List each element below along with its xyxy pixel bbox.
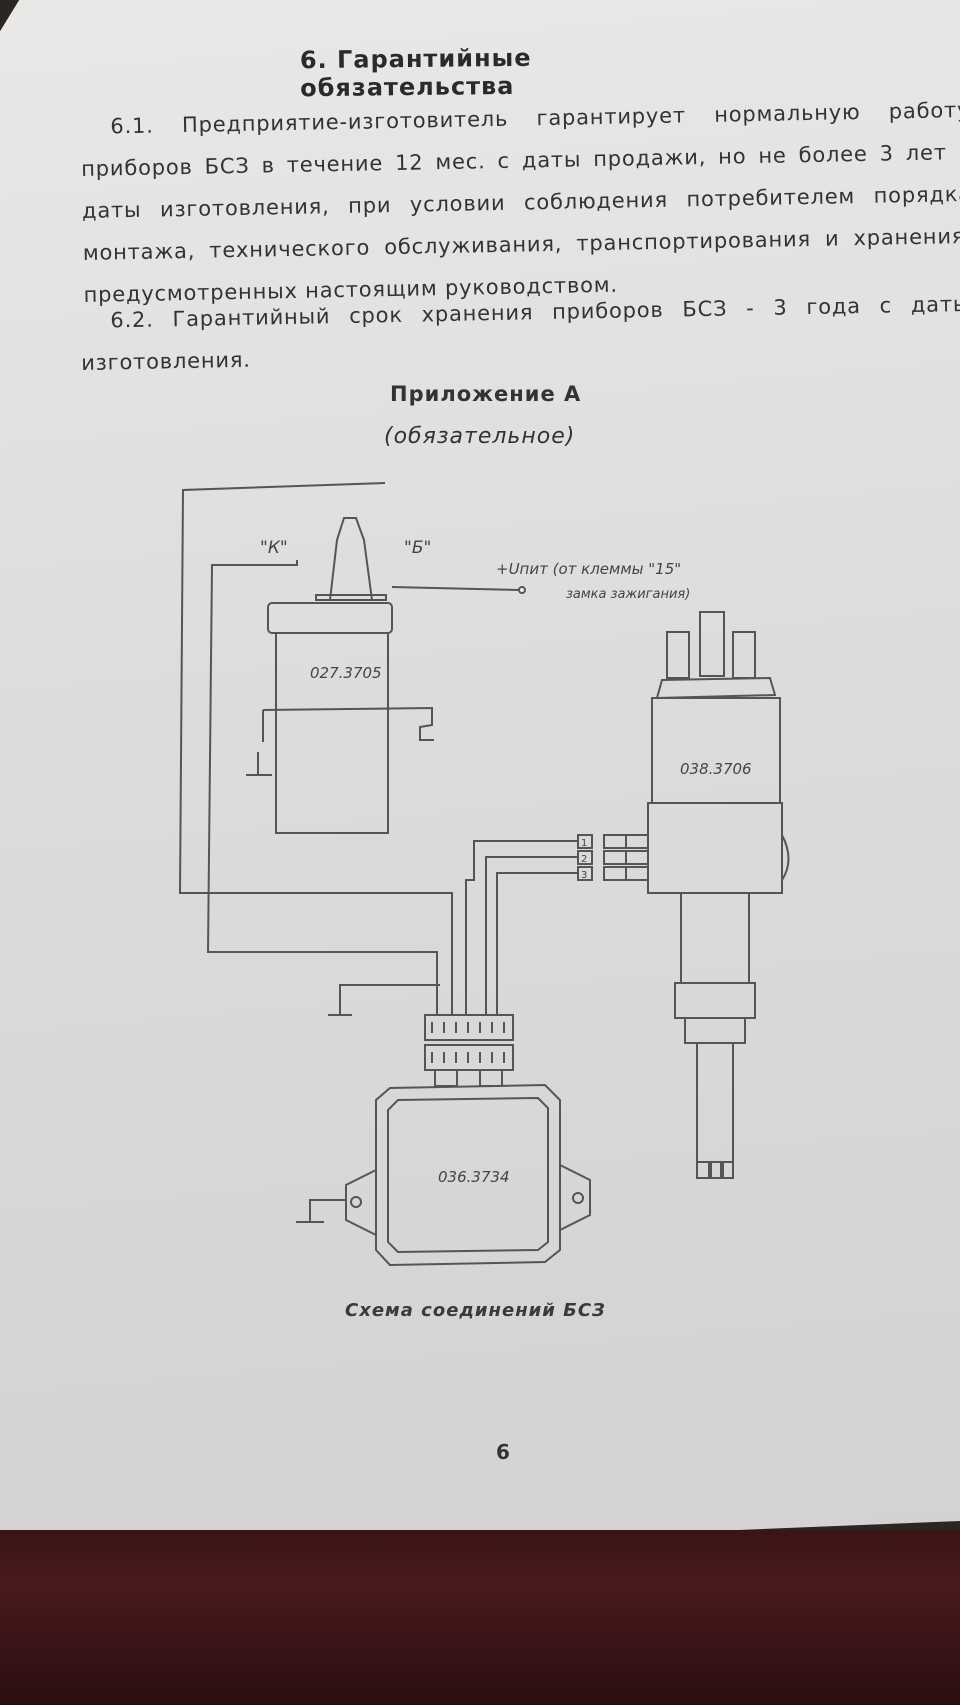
terminal-b-label: "Б": [404, 538, 431, 558]
wire-sensor-3: [496, 872, 578, 1015]
ignition-switch-module: [296, 1083, 591, 1267]
supply-label-line1: +Uпит (от клеммы "15": [496, 560, 681, 578]
coil-ground-symbol: [246, 752, 272, 776]
background-fabric: [0, 1530, 960, 1705]
connector-pin-3: 3: [581, 870, 587, 881]
terminal-k-label: "К": [260, 538, 288, 558]
distributor-label: 038.3706: [680, 760, 752, 778]
ignition-coil: [246, 517, 434, 834]
document-page: [0, 0, 960, 1560]
wire-sensor-2: [485, 856, 578, 1015]
connector-pin-1: 1: [581, 838, 587, 849]
wire-sensor-1: [465, 840, 578, 1015]
distributor: [647, 611, 790, 1179]
wire-outer-loop: [178, 482, 402, 894]
wire-distributor: [402, 892, 453, 1015]
wire-coil-k: [206, 560, 438, 1015]
appendix-subtitle: (обязательное): [384, 424, 576, 449]
coil-label: 027.3705: [310, 664, 382, 682]
supply-label-line2: замка зажигания): [566, 587, 690, 602]
connector-pin-2: 2: [581, 854, 587, 865]
wire-supply: [391, 586, 521, 591]
switch-label: 036.3734: [438, 1168, 510, 1186]
distributor-connector: [577, 834, 649, 881]
switch-connector: [424, 1014, 514, 1087]
switch-ground-wire: [328, 984, 440, 1016]
diagram-caption: Схема соединений БСЗ: [345, 1300, 606, 1321]
switch-ground-symbol: [296, 1199, 346, 1223]
appendix-title: Приложение А: [390, 382, 582, 406]
page-number: 6: [496, 1440, 510, 1464]
